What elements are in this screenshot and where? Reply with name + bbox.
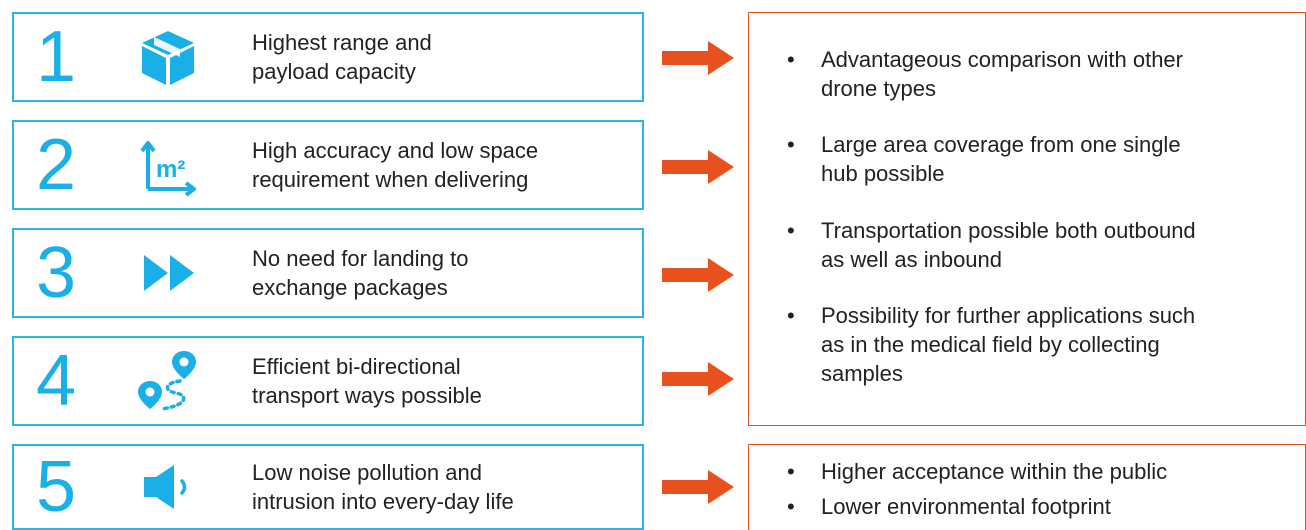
benefit-item: Possibility for further applications suc… (749, 301, 1305, 388)
feature-number: 5 (36, 447, 77, 527)
right-arrow-icon (662, 258, 734, 292)
feature-number: 1 (36, 17, 77, 97)
benefit-line: Higher acceptance within the public (821, 459, 1168, 484)
feature-text-line: High accuracy and low space (252, 138, 539, 163)
feature-text: High accuracy and low space requirement … (252, 136, 632, 194)
fast-forward-icon (134, 239, 202, 307)
feature-number: 3 (36, 233, 77, 313)
benefit-item: Higher acceptance within the public (749, 457, 1305, 486)
benefit-line: as well as inbound (821, 247, 1003, 272)
feature-text-line: requirement when delivering (252, 167, 529, 192)
route-map-icon (134, 347, 202, 415)
feature-row-2: 2 m² High accuracy and low space require… (12, 120, 644, 210)
benefit-item: Transportation possible both outbound as… (749, 216, 1305, 274)
feature-text: Low noise pollution and intrusion into e… (252, 458, 632, 516)
benefit-line: Advantageous comparison with other (821, 47, 1183, 72)
feature-number: 2 (36, 125, 77, 205)
benefit-line: hub possible (821, 161, 945, 186)
feature-text-line: Efficient bi-directional (252, 354, 461, 379)
benefit-line: Possibility for further applications suc… (821, 303, 1196, 328)
feature-text-line: Low noise pollution and (252, 460, 482, 485)
benefit-line: Lower environmental footprint (821, 494, 1111, 519)
benefit-line: Large area coverage from one single (821, 132, 1181, 157)
benefit-item: Advantageous comparison with other drone… (749, 45, 1305, 103)
feature-number: 4 (36, 341, 77, 421)
feature-text: No need for landing to exchange packages (252, 244, 632, 302)
benefit-line: drone types (821, 76, 936, 101)
benefit-line: samples (821, 361, 903, 386)
speaker-icon (134, 453, 202, 521)
feature-text-line: intrusion into every-day life (252, 489, 514, 514)
feature-row-5: 5 Low noise pollution and intrusion into… (12, 444, 644, 530)
benefit-line: as in the medical field by collecting (821, 332, 1160, 357)
feature-text: Highest range and payload capacity (252, 28, 632, 86)
right-arrow-icon (662, 150, 734, 184)
benefit-item: Lower environmental footprint (749, 492, 1305, 521)
right-arrow-icon (662, 470, 734, 504)
svg-text:m²: m² (156, 156, 185, 183)
feature-row-3: 3 No need for landing to exchange packag… (12, 228, 644, 318)
feature-text-line: exchange packages (252, 275, 448, 300)
feature-text-line: transport ways possible (252, 383, 482, 408)
feature-text: Efficient bi-directional transport ways … (252, 352, 632, 410)
feature-row-1: 1 Highest range and payload capacity (12, 12, 644, 102)
benefits-main-box: Advantageous comparison with other drone… (748, 12, 1306, 426)
feature-text-line: payload capacity (252, 59, 416, 84)
feature-row-4: 4 Efficient bi-directional transport way… (12, 336, 644, 426)
benefits-secondary-box: Higher acceptance within the public Lowe… (748, 444, 1306, 530)
feature-text-line: No need for landing to (252, 246, 469, 271)
right-arrow-icon (662, 362, 734, 396)
square-meter-icon: m² (134, 131, 202, 199)
benefit-line: Transportation possible both outbound (821, 218, 1196, 243)
feature-text-line: Highest range and (252, 30, 432, 55)
right-arrow-icon (662, 41, 734, 75)
package-box-icon (134, 23, 202, 91)
benefit-item: Large area coverage from one single hub … (749, 130, 1305, 188)
